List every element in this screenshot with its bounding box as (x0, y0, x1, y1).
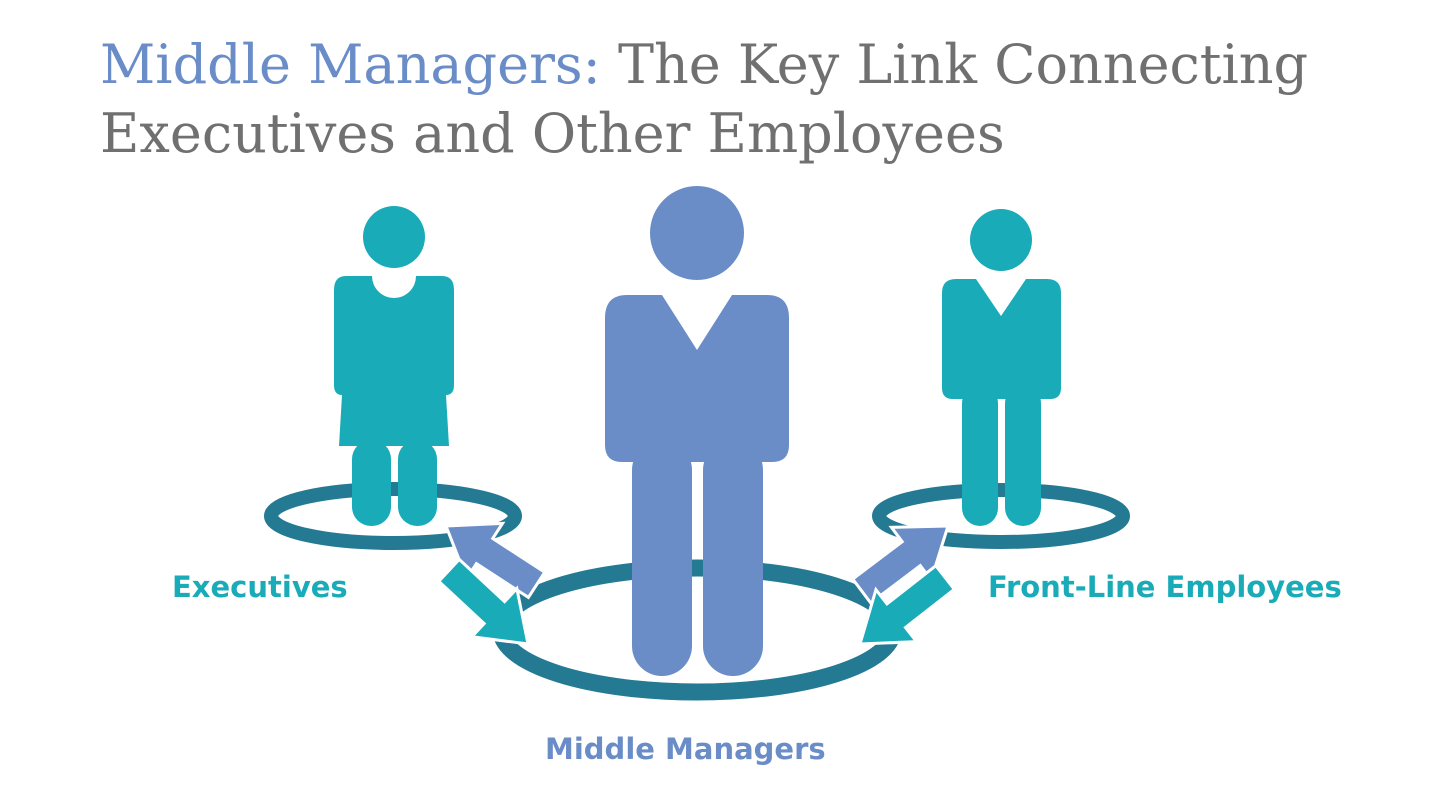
middle-ring (492, 559, 902, 701)
executives-label: Executives (172, 570, 348, 604)
frontline-figure-icon (942, 209, 1061, 526)
title-highlight: Middle Managers: (100, 33, 601, 96)
frontline-label: Front-Line Employees (988, 570, 1342, 604)
title-rest: The Key Link Connecting (601, 33, 1308, 96)
frontline-ring (872, 483, 1130, 549)
middle-manager-figure-icon (605, 186, 789, 676)
arrow-to-middle-right-icon (857, 563, 957, 646)
arrow-to-middle-left-icon (436, 557, 530, 646)
executives-ring (264, 482, 522, 550)
executive-figure-icon (334, 206, 454, 526)
page-title: Middle Managers: The Key Link Connecting (100, 33, 1308, 96)
title-line2: Executives and Other Employees (100, 102, 1005, 165)
middle-managers-label: Middle Managers (545, 732, 826, 766)
